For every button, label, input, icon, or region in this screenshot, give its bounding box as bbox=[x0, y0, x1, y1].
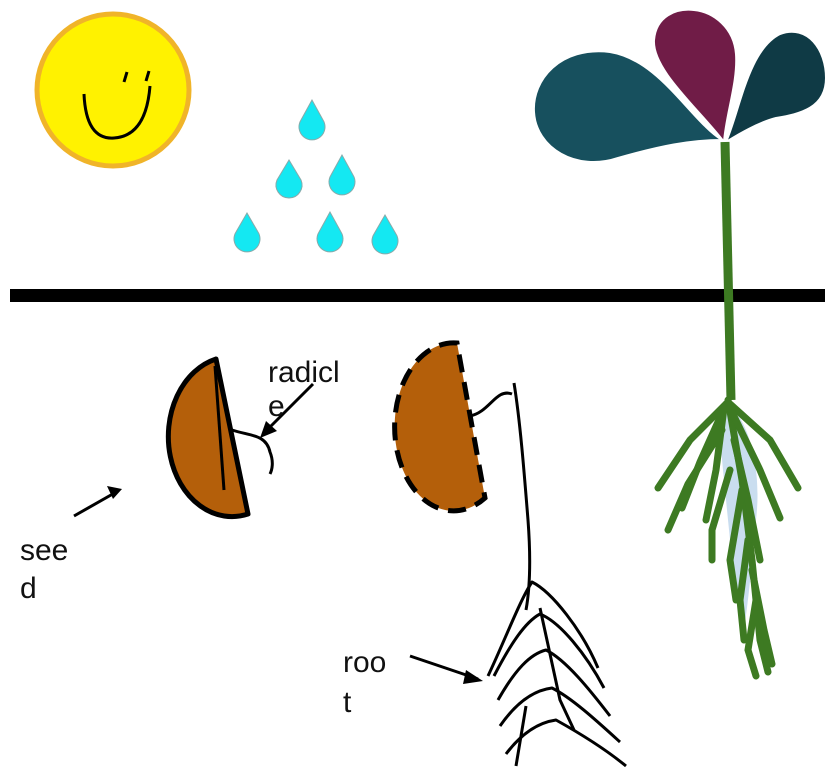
sun-icon bbox=[37, 14, 189, 166]
sun-disc bbox=[37, 14, 189, 166]
water-drop-icon bbox=[234, 213, 260, 252]
seed-with-radicle bbox=[168, 359, 272, 517]
water-drop-icon bbox=[276, 160, 302, 198]
water-drop-icon bbox=[299, 100, 325, 140]
sprout-hook bbox=[470, 393, 512, 416]
seedling bbox=[534, 10, 825, 676]
water-drops bbox=[234, 100, 398, 254]
root-arrowhead bbox=[463, 670, 483, 684]
soil-line bbox=[10, 289, 825, 302]
seed-sprouting bbox=[395, 343, 626, 766]
seed-body-dashed bbox=[395, 343, 485, 511]
stem bbox=[725, 142, 731, 400]
seed-body bbox=[168, 359, 248, 517]
water-drop-icon bbox=[372, 215, 398, 254]
root-hair bbox=[488, 582, 598, 676]
root-label-line1: roo bbox=[343, 646, 386, 679]
radicle-label-line1: radicl bbox=[268, 356, 340, 389]
water-drop-icon bbox=[329, 155, 355, 195]
root-label-line2: t bbox=[343, 686, 352, 719]
radicle-label-line2: e bbox=[268, 390, 285, 423]
water-drop-icon bbox=[317, 212, 343, 252]
seed-label-line1: see bbox=[20, 534, 68, 567]
seed-label-line2: d bbox=[20, 572, 37, 605]
root-branch bbox=[748, 600, 756, 676]
leaf-right bbox=[726, 32, 825, 142]
primary-root bbox=[514, 383, 530, 610]
root-hairs bbox=[488, 582, 626, 766]
